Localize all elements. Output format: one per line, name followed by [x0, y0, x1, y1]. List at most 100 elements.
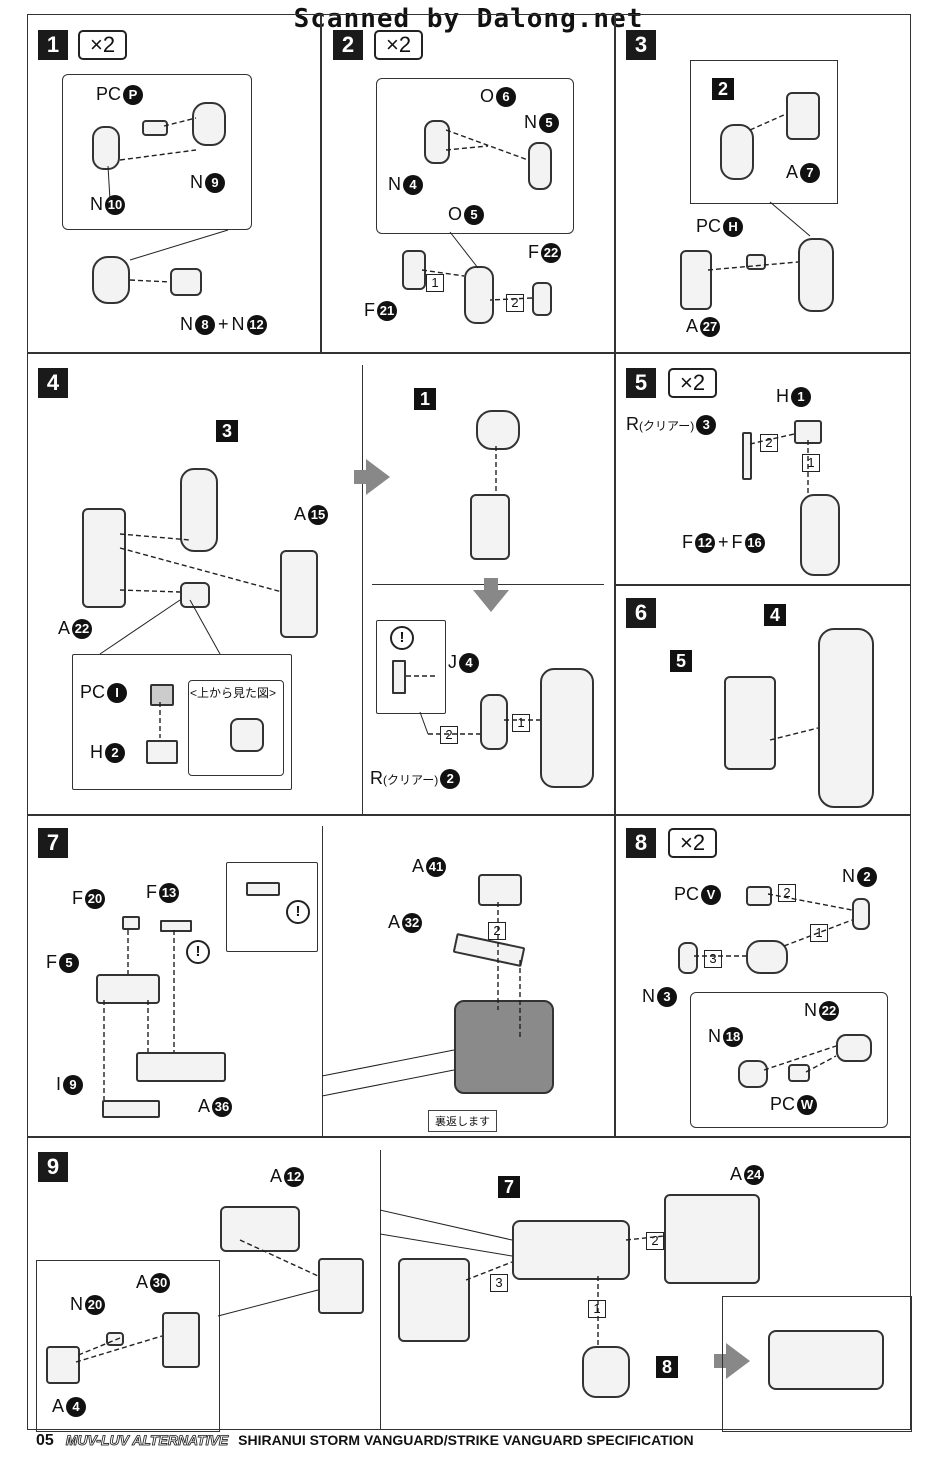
detail-inset	[376, 78, 574, 234]
caution-icon: !	[286, 900, 310, 924]
order-number: 1	[426, 274, 444, 292]
divider	[322, 826, 323, 1136]
step-reference: 3	[216, 420, 238, 442]
part-drawing	[146, 740, 178, 764]
part-drawing	[818, 628, 874, 808]
order-number: 1	[512, 714, 530, 732]
series-logo: MUV-LUV ALTERNATIVE	[65, 1432, 229, 1449]
flow-arrow	[354, 470, 368, 484]
part-drawing	[532, 282, 552, 316]
part-label: R(クリアー)2	[370, 768, 461, 790]
part-drawing	[230, 718, 264, 752]
part-drawing	[150, 684, 174, 706]
caution-icon: !	[390, 626, 414, 650]
part-drawing	[476, 410, 520, 450]
part-drawing	[220, 1206, 300, 1252]
step-number: 7	[38, 828, 68, 858]
step-number: 1	[38, 30, 68, 60]
part-drawing	[102, 1100, 160, 1118]
part-drawing	[180, 582, 210, 608]
part-drawing	[246, 882, 280, 896]
order-number: 2	[778, 884, 796, 902]
product-title: SHIRANUI STORM VANGUARD/STRIKE VANGUARD …	[238, 1432, 694, 1448]
step-reference: 2	[712, 78, 734, 100]
divider	[320, 14, 322, 352]
part-drawing	[454, 1000, 554, 1094]
divider	[362, 365, 363, 814]
part-drawing	[786, 92, 820, 140]
order-number: 3	[704, 950, 722, 968]
detail-inset	[188, 680, 284, 776]
flow-arrow	[473, 590, 509, 612]
step-number: 3	[626, 30, 656, 60]
part-drawing	[96, 974, 160, 1004]
part-drawing	[852, 898, 870, 930]
part-drawing	[470, 494, 510, 560]
flow-arrow	[484, 578, 498, 590]
part-drawing	[180, 468, 218, 552]
divider	[27, 814, 911, 816]
part-drawing	[142, 120, 168, 136]
caution-icon: !	[186, 940, 210, 964]
part-drawing	[162, 1312, 200, 1368]
detail-inset	[62, 74, 252, 230]
instruction-frame	[27, 14, 911, 1430]
part-drawing	[392, 660, 406, 694]
part-drawing	[92, 256, 130, 304]
order-number: 2	[488, 922, 506, 940]
part-drawing	[122, 916, 140, 930]
part-drawing	[680, 250, 712, 310]
order-number: 1	[810, 924, 828, 942]
part-drawing	[528, 142, 552, 190]
step-reference: 5	[670, 650, 692, 672]
part-drawing	[136, 1052, 226, 1082]
page-number: 05	[36, 1432, 54, 1449]
detail-inset	[376, 620, 446, 714]
order-number: 1	[802, 454, 820, 472]
flow-arrow	[366, 459, 390, 495]
divider	[27, 1136, 911, 1138]
part-drawing	[724, 676, 776, 770]
step-reference: 7	[498, 1176, 520, 1198]
flip-note: 裏返します	[428, 1110, 497, 1132]
multiplier-badge: ×2	[668, 828, 718, 858]
part-drawing	[160, 920, 192, 932]
part-label: R(クリアー)3	[626, 414, 717, 436]
part-drawing	[512, 1220, 630, 1280]
watermark: Scanned by Dalong.net	[293, 4, 644, 34]
detail-inset	[690, 992, 888, 1128]
divider	[614, 584, 911, 586]
part-drawing	[582, 1346, 630, 1398]
part-drawing	[720, 124, 754, 180]
part-drawing	[768, 1330, 884, 1390]
part-drawing	[280, 550, 318, 638]
divider	[380, 1150, 381, 1430]
part-drawing	[170, 268, 202, 296]
part-drawing	[478, 874, 522, 906]
part-drawing	[398, 1258, 470, 1342]
part-drawing	[480, 694, 508, 750]
part-drawing	[746, 886, 772, 906]
